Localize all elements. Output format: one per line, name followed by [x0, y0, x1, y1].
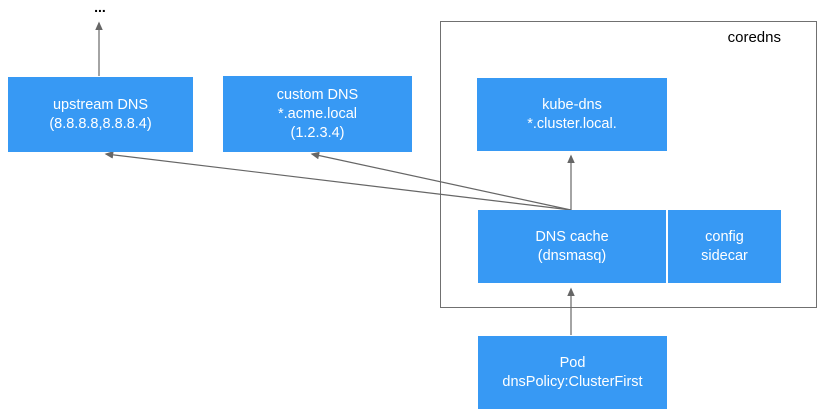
- node-label-line: upstream DNS: [52, 96, 149, 113]
- node-label-line: (8.8.8.8,8.8.8.4): [49, 115, 152, 132]
- node-label-line: Pod: [559, 354, 586, 371]
- more-upstreams-ellipsis: ...: [94, 0, 106, 15]
- node-label-line: sidecar: [701, 247, 748, 264]
- node-label-line: kube-dns: [542, 96, 602, 113]
- node-label-line: (1.2.3.4): [290, 124, 345, 141]
- node-label-line: (dnsmasq): [537, 247, 607, 264]
- node-label-line: config: [705, 228, 744, 245]
- node-upstream-dns: upstream DNS (8.8.8.8,8.8.8.4): [8, 77, 193, 152]
- node-label-line: dnsPolicy:ClusterFirst: [502, 373, 643, 390]
- node-label-line: *.cluster.local.: [527, 115, 617, 132]
- node-kube-dns: kube-dns *.cluster.local.: [477, 78, 667, 151]
- coredns-container: coredns: [440, 21, 817, 308]
- node-config-sidecar: config sidecar: [668, 210, 781, 283]
- node-dns-cache: DNS cache (dnsmasq): [478, 210, 666, 283]
- node-pod: Pod dnsPolicy:ClusterFirst: [478, 336, 667, 409]
- arrow-dnscache-to-upstream: [104, 151, 572, 211]
- coredns-container-label: coredns: [727, 29, 781, 46]
- node-label-line: DNS cache: [535, 228, 609, 245]
- node-label-line: *.acme.local: [278, 105, 357, 122]
- node-label-line: custom DNS: [276, 86, 359, 103]
- node-custom-dns: custom DNS *.acme.local (1.2.3.4): [223, 76, 412, 152]
- arrow-dnscache-to-custom: [310, 151, 572, 211]
